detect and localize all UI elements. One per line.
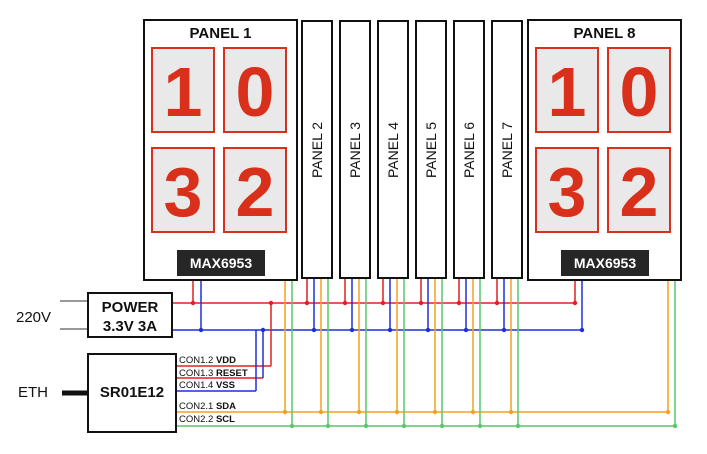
controller-name: SR01E12 <box>99 384 165 401</box>
panel-1-sda-junction <box>282 409 288 415</box>
panel-1: PANEL 1 1 0 3 2 MAX6953 <box>143 19 298 281</box>
connector-vdd-signal: VDD <box>215 355 237 366</box>
power-supply-rating: 3.3V 3A <box>102 318 158 335</box>
panel-4-vss-junction <box>387 327 393 333</box>
panel-3: PANEL 3 <box>339 20 371 279</box>
panel-5-label: PANEL 5 <box>423 121 439 178</box>
connector-scl-label: CON2.2 SCL <box>179 414 235 425</box>
panel-1-vss-junction <box>198 327 204 333</box>
panel-8-scl-junction <box>672 423 678 429</box>
panel-5-vss-junction <box>425 327 431 333</box>
ethernet-input-label: ETH <box>18 384 48 401</box>
panel-2-label: PANEL 2 <box>309 121 325 178</box>
panel-2-vss-junction <box>311 327 317 333</box>
panel-8-digit-top-right: 0 <box>607 47 671 133</box>
panel-7-label: PANEL 7 <box>499 121 515 178</box>
panel-3-label: PANEL 3 <box>347 121 363 178</box>
panel-2: PANEL 2 <box>301 20 333 279</box>
panel-8-sda-junction <box>665 409 671 415</box>
panel-8-vdd-junction <box>572 300 578 306</box>
panel-7: PANEL 7 <box>491 20 523 279</box>
mains-input-label: 220V <box>16 309 52 326</box>
panel-1-chip: MAX6953 <box>177 250 265 276</box>
panel-6: PANEL 6 <box>453 20 485 279</box>
power-supply: POWER 3.3V 3A <box>87 292 173 338</box>
panel-6-sda-junction <box>470 409 476 415</box>
panel-4-label: PANEL 4 <box>385 121 401 178</box>
panel-8-digit-bottom-right: 2 <box>607 147 671 233</box>
panel-3-vss-junction <box>349 327 355 333</box>
panel-7-vss-junction <box>501 327 507 333</box>
panel-5-scl-junction <box>439 423 445 429</box>
connector-reset-pin: CON1.3 <box>179 368 214 379</box>
panel-5-sda-junction <box>432 409 438 415</box>
panel-7-vdd-junction <box>494 300 500 306</box>
panel-8-vss-junction <box>579 327 585 333</box>
connector-sda-pin: CON2.1 <box>179 401 214 412</box>
panel-1-digit-top-left: 1 <box>151 47 215 133</box>
vdd-junction-controller <box>268 300 274 306</box>
connector-vss-signal: VSS <box>215 380 235 391</box>
panel-1-digit-bottom-right: 2 <box>223 147 287 233</box>
panel-4-scl-junction <box>401 423 407 429</box>
panel-3-vdd-junction <box>342 300 348 306</box>
connector-sda-label: CON2.1 SDA <box>179 401 236 412</box>
panel-1-digit-bottom-left: 3 <box>151 147 215 233</box>
controller-module: SR01E12 <box>87 353 177 433</box>
panel-6-vdd-junction <box>456 300 462 306</box>
panel-4-vdd-junction <box>380 300 386 306</box>
connector-scl-signal: SCL <box>215 414 235 425</box>
connector-reset-label: CON1.3 RESET <box>179 368 248 379</box>
panel-8-chip: MAX6953 <box>561 250 649 276</box>
panel-3-scl-junction <box>363 423 369 429</box>
panel-7-scl-junction <box>515 423 521 429</box>
panel-1-title: PANEL 1 <box>189 25 252 42</box>
connector-vdd-label: CON1.2 VDD <box>179 355 236 366</box>
connector-vdd-pin: CON1.2 <box>179 355 214 366</box>
connector-sda-signal: SDA <box>215 401 237 412</box>
panel-4: PANEL 4 <box>377 20 409 279</box>
panel-4-sda-junction <box>394 409 400 415</box>
panel-1-digit-top-right: 0 <box>223 47 287 133</box>
panel-2-scl-junction <box>325 423 331 429</box>
panel-6-vss-junction <box>463 327 469 333</box>
panel-1-vdd-junction <box>190 300 196 306</box>
panel-2-vdd-junction <box>304 300 310 306</box>
vss-junction-controller <box>260 327 266 333</box>
panel-7-sda-junction <box>508 409 514 415</box>
panel-6-label: PANEL 6 <box>461 121 477 178</box>
panel-8-title: PANEL 8 <box>573 25 636 42</box>
power-supply-title: POWER <box>101 299 159 316</box>
connector-vss-pin: CON1.4 <box>179 380 214 391</box>
panel-5-vdd-junction <box>418 300 424 306</box>
panel-3-sda-junction <box>356 409 362 415</box>
panel-8-digit-bottom-left: 3 <box>535 147 599 233</box>
connector-vss-label: CON1.4 VSS <box>179 380 235 391</box>
panel-6-scl-junction <box>477 423 483 429</box>
panel-2-sda-junction <box>318 409 324 415</box>
panel-8-digit-top-left: 1 <box>535 47 599 133</box>
panel-5: PANEL 5 <box>415 20 447 279</box>
connector-scl-pin: CON2.2 <box>179 414 214 425</box>
panel-8: PANEL 8 1 0 3 2 MAX6953 <box>527 19 682 281</box>
panel-1-scl-junction <box>289 423 295 429</box>
connector-reset-signal: RESET <box>215 368 248 379</box>
